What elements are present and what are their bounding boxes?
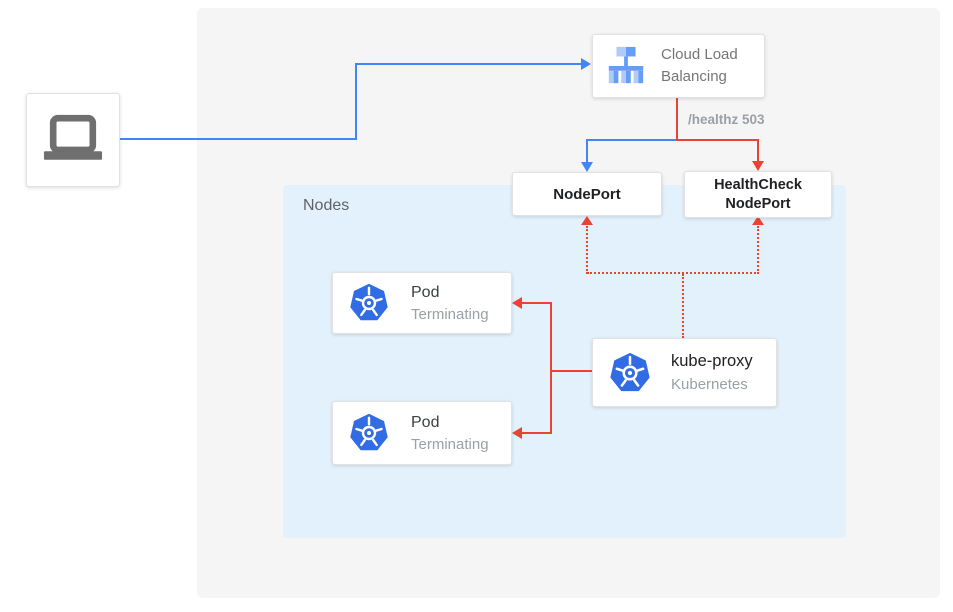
lb-to-healthcheck-connector xyxy=(757,139,759,163)
healthcheck-nodeport-label: HealthCheck NodePort xyxy=(714,176,802,212)
kubeproxy-to-pods-connector xyxy=(550,302,552,434)
kubeproxy-dotted-riser xyxy=(682,274,684,338)
arrowhead-into-pod-1 xyxy=(512,297,522,309)
kube-proxy-subtitle: Kubernetes xyxy=(671,375,748,393)
cloud-load-balancing-icon xyxy=(608,46,644,84)
arrowhead-into-nodeport-bottom xyxy=(581,216,593,225)
connector-into-pod-1 xyxy=(522,302,551,304)
kube-proxy-text: kube-proxy Kubernetes xyxy=(671,350,753,396)
client-box xyxy=(26,93,120,187)
pod-box-2: Pod Terminating xyxy=(332,401,512,465)
kubeproxy-dotted-branch xyxy=(587,272,759,274)
client-to-lb-connector xyxy=(355,63,581,65)
arrowhead-into-load-balancer xyxy=(581,58,591,70)
kube-proxy-box: kube-proxy Kubernetes xyxy=(592,338,777,407)
pod-title: Pod xyxy=(411,283,440,301)
nodeport-label: NodePort xyxy=(553,185,621,203)
kubernetes-icon xyxy=(350,413,388,451)
healthcheck-nodeport-box: HealthCheck NodePort xyxy=(684,171,832,218)
kubernetes-icon xyxy=(350,283,388,321)
healthz-status-label: /healthz 503 xyxy=(688,112,765,127)
nodes-group-label: Nodes xyxy=(303,197,350,214)
cloud-load-balancing-label: Cloud Load Balancing xyxy=(661,46,738,85)
pod-box-1: Pod Terminating xyxy=(332,272,512,334)
kubeproxy-to-healthcheck-dotted xyxy=(757,226,759,274)
kubernetes-icon xyxy=(610,352,650,391)
arrowhead-into-nodeport xyxy=(581,162,593,172)
cloud-load-balancing-box: Cloud Load Balancing xyxy=(592,34,765,98)
lb-healthcheck-connector xyxy=(676,97,678,140)
lb-to-nodeport-connector xyxy=(587,139,677,141)
lb-to-nodeport-connector xyxy=(586,139,588,164)
connector-into-pod-2 xyxy=(522,432,551,434)
arrowhead-into-healthcheck-bottom xyxy=(752,216,764,225)
pod-text: Pod Terminating xyxy=(411,281,489,326)
nodeport-box: NodePort xyxy=(512,172,662,216)
laptop-icon xyxy=(43,114,103,160)
arrowhead-into-pod-2 xyxy=(512,427,522,439)
pod-text: Pod Terminating xyxy=(411,411,489,456)
kubeproxy-to-nodeport-dotted xyxy=(586,226,588,274)
client-to-lb-connector xyxy=(355,64,357,140)
pod-status: Terminating xyxy=(411,305,489,323)
pod-title: Pod xyxy=(411,413,440,431)
client-to-lb-connector xyxy=(120,138,357,140)
arrowhead-into-healthcheck-nodeport xyxy=(752,161,764,171)
pod-status: Terminating xyxy=(411,435,489,453)
kubeproxy-to-pods-connector xyxy=(551,370,592,372)
kube-proxy-title: kube-proxy xyxy=(671,351,753,370)
lb-to-healthcheck-connector xyxy=(676,139,759,141)
